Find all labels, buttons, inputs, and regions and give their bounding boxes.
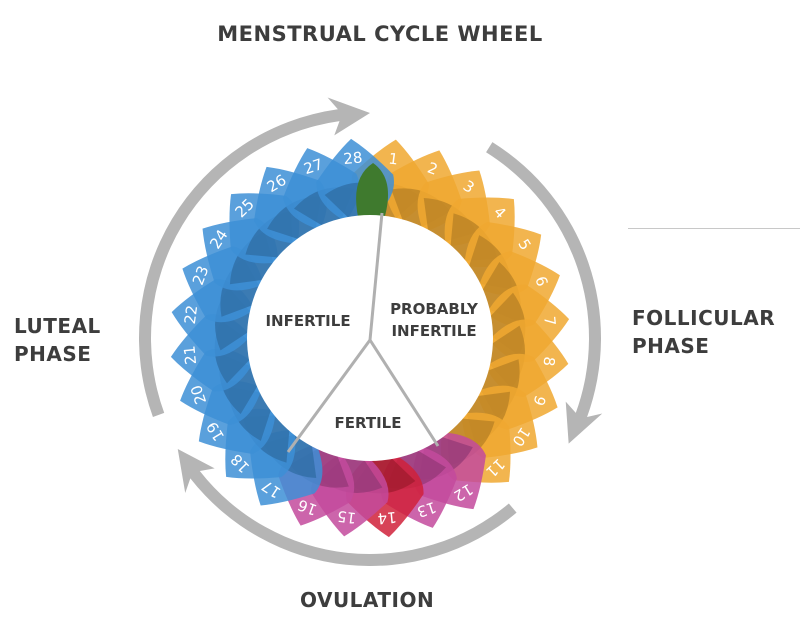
zone-infertile: INFERTILE xyxy=(265,312,350,330)
divider-left xyxy=(286,339,372,453)
luteal-phase-line-1: LUTEAL xyxy=(14,314,101,338)
day-label-13: 13 xyxy=(415,498,439,521)
luteal-phase-line-2: PHASE xyxy=(14,342,92,366)
divider-right xyxy=(368,339,440,447)
day-label-22: 22 xyxy=(181,304,201,325)
divider-top xyxy=(368,212,384,341)
diagram-title: MENSTRUAL CYCLE WHEEL xyxy=(217,22,543,46)
zone-probably-infertile-line-2: INFERTILE xyxy=(391,322,476,340)
follicular-phase-line-1: FOLLICULAR xyxy=(632,306,776,330)
day-label-27: 27 xyxy=(301,155,325,178)
zone-probably-infertile-line-1: PROBABLY xyxy=(390,300,479,318)
day-label-23: 23 xyxy=(189,263,213,287)
day-label-14: 14 xyxy=(377,508,398,528)
day-label-1: 1 xyxy=(387,149,399,168)
ovulation-arrow xyxy=(177,449,517,566)
zone-dividers xyxy=(286,212,440,453)
day-label-15: 15 xyxy=(336,507,357,527)
menstruation-wedge xyxy=(356,163,389,227)
day-label-28: 28 xyxy=(343,148,364,168)
cycle-arrows xyxy=(139,97,603,566)
day-label-16: 16 xyxy=(295,496,319,520)
follicular-arrow xyxy=(486,142,603,444)
day-petals xyxy=(170,138,570,538)
divider-line xyxy=(628,228,800,229)
follicular-phase-line-2: PHASE xyxy=(632,334,710,358)
luteal-phase-label: LUTEAL PHASE xyxy=(14,312,101,368)
zone-fertile: FERTILE xyxy=(335,414,402,432)
day-label-21: 21 xyxy=(180,345,200,366)
day-label-20: 20 xyxy=(187,383,210,407)
day-label-7: 7 xyxy=(540,315,559,326)
follicular-phase-label: FOLLICULAR PHASE xyxy=(632,304,775,360)
ovulation-label: OVULATION xyxy=(300,588,435,612)
day-label-8: 8 xyxy=(539,355,558,367)
